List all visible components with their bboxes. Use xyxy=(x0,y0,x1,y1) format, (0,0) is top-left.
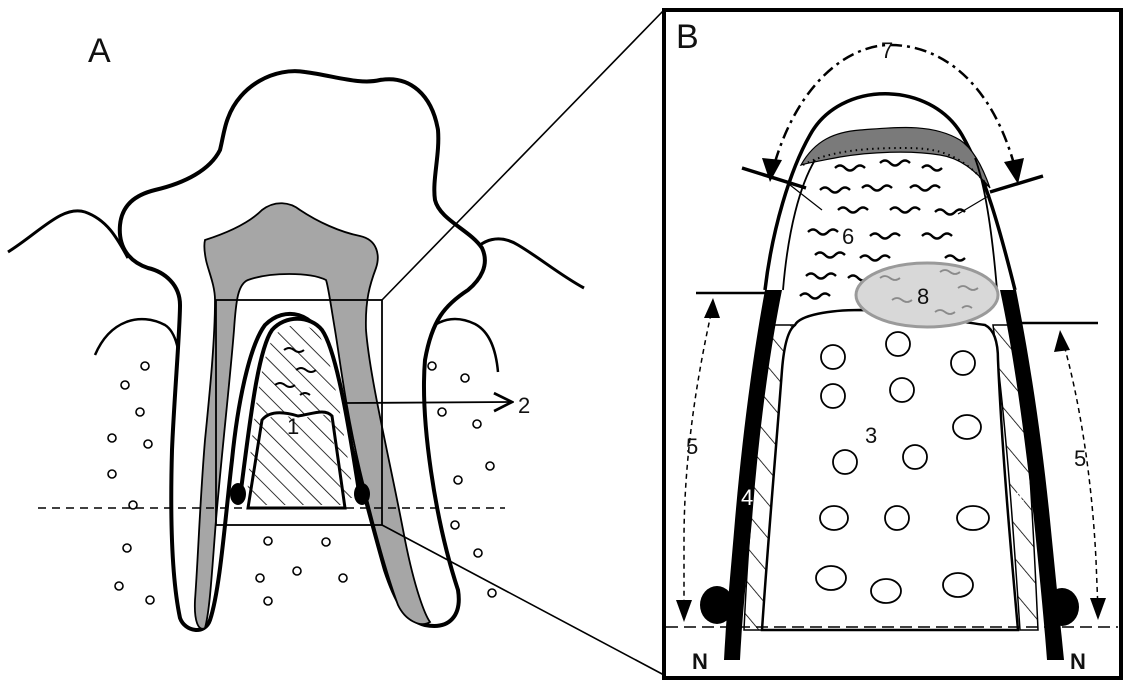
nodule-right xyxy=(354,483,370,505)
nodule-b-right xyxy=(1045,588,1079,626)
gingiva-right xyxy=(470,239,584,288)
callout-3: 3 xyxy=(865,423,877,448)
callout-8: 8 xyxy=(917,284,929,309)
callout-2-arrow xyxy=(347,402,512,403)
label-n-right: N xyxy=(1070,649,1086,674)
nodule-left xyxy=(230,483,246,505)
nodule-b-left xyxy=(700,586,734,624)
callout-4-left: 4 xyxy=(741,485,753,510)
callout-7: 7 xyxy=(881,38,893,63)
callout-6: 6 xyxy=(842,224,854,249)
callout-5-right: 5 xyxy=(1074,446,1086,471)
callout-4-right: 4 xyxy=(1012,485,1024,510)
label-n-left: N xyxy=(692,649,708,674)
gingiva-left xyxy=(8,211,128,258)
callout-1: 1 xyxy=(287,414,299,439)
panel-a: A 1 2 xyxy=(8,32,584,630)
panel-b-label: B xyxy=(676,18,699,56)
panel-a-label: A xyxy=(88,32,111,70)
panel-b: B 6 8 xyxy=(664,10,1121,678)
callout-5-left: 5 xyxy=(686,434,698,459)
callout-2: 2 xyxy=(518,393,530,418)
bone-crest-left xyxy=(95,319,182,385)
